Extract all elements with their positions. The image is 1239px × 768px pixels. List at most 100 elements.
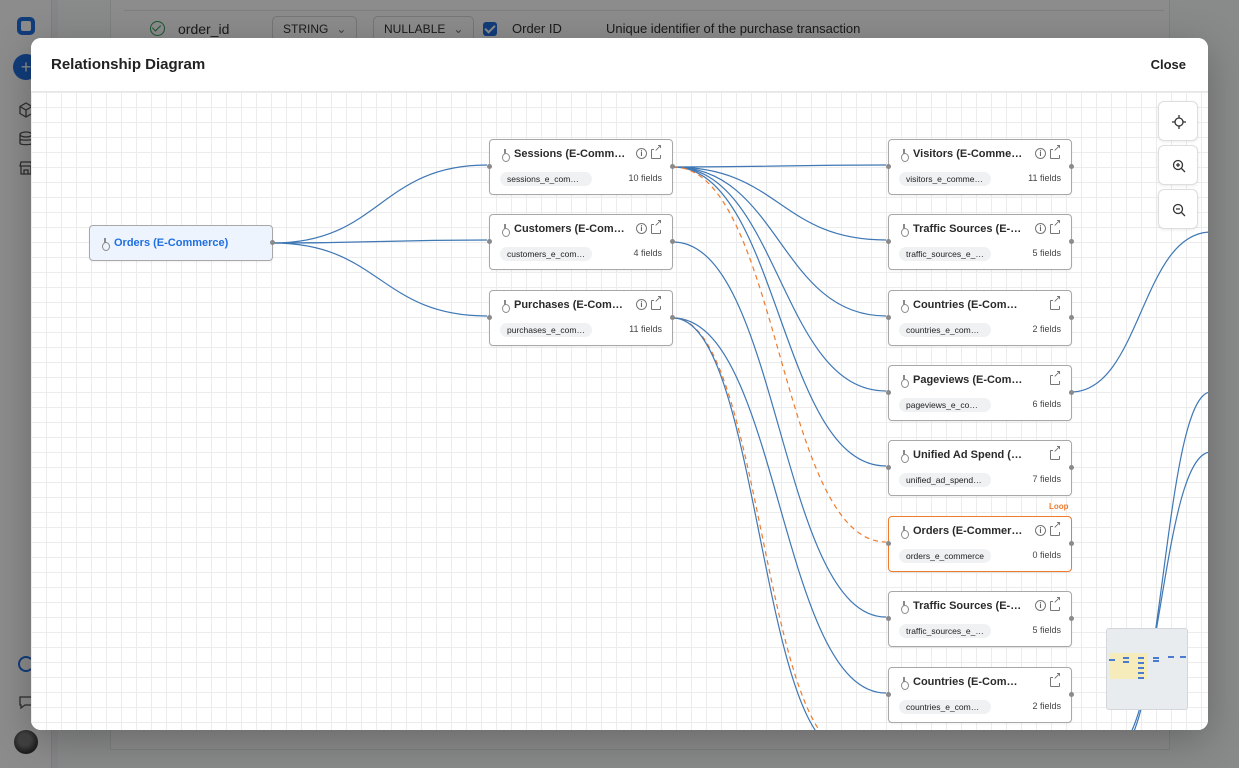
info-icon[interactable]: i	[1035, 148, 1046, 159]
connection-handle[interactable]	[1069, 164, 1074, 169]
connection-handle[interactable]	[670, 164, 675, 169]
table-icon	[101, 238, 110, 251]
minimap-node	[1138, 667, 1144, 669]
node-unified-ad-spend-e-commerce[interactable]: Unified Ad Spend (E-Commerce)unified_ad_…	[886, 440, 1074, 496]
external-link-icon[interactable]	[1050, 218, 1062, 234]
node-table-name: sessions_e_commerce	[500, 172, 592, 186]
zoom-out-icon	[1172, 203, 1186, 217]
zoom-in-button[interactable]	[1158, 145, 1198, 185]
connection-handle[interactable]	[886, 616, 891, 621]
minimap-node	[1180, 656, 1186, 658]
connection-handle[interactable]	[886, 315, 891, 320]
table-icon	[900, 601, 909, 614]
connection-handle[interactable]	[487, 164, 492, 169]
minimap-node	[1138, 657, 1144, 659]
checkbox[interactable]	[483, 22, 497, 36]
relationship-edge	[672, 166, 887, 392]
node-table-name: pageviews_e_commerce	[899, 398, 991, 412]
node-field-count: 5 fields	[1032, 248, 1061, 258]
external-link-icon[interactable]	[1050, 143, 1062, 159]
connection-handle[interactable]	[1069, 239, 1074, 244]
connection-handle[interactable]	[886, 390, 891, 395]
minimap-node	[1138, 662, 1144, 664]
info-icon[interactable]: i	[636, 148, 647, 159]
connection-handle[interactable]	[487, 315, 492, 320]
relationship-edge	[272, 239, 488, 244]
relationship-edge	[272, 242, 488, 317]
node-root[interactable]: Orders (E-Commerce)	[89, 225, 275, 261]
node-field-count: 0 fields	[1032, 550, 1061, 560]
connection-handle[interactable]	[487, 239, 492, 244]
node-orders-e-commerce[interactable]: Orders (E-Commerce) i orders_e_commerce 0 f…	[886, 516, 1074, 572]
node-table-name: traffic_sources_e_commerce	[899, 624, 991, 638]
minimap-node	[1109, 659, 1115, 661]
node-title: Purchases (E-Commerce)	[514, 299, 626, 311]
close-button[interactable]: Close	[1150, 57, 1186, 72]
node-title: Traffic Sources (E-Commerce)	[913, 600, 1025, 612]
minimap[interactable]	[1106, 628, 1188, 710]
node-countries-e-commerce[interactable]: Countries (E-Commerce)countries_e_commer…	[886, 290, 1074, 346]
external-link-icon[interactable]	[651, 218, 663, 234]
avatar[interactable]	[14, 730, 38, 754]
node-field-count: 2 fields	[1032, 324, 1061, 334]
node-field-count: 6 fields	[1032, 399, 1061, 409]
connection-handle[interactable]	[886, 465, 891, 470]
connection-handle[interactable]	[270, 240, 275, 245]
external-link-icon[interactable]	[1050, 444, 1062, 460]
node-table-name: traffic_sources_e_commerce	[899, 247, 991, 261]
info-icon[interactable]: i	[636, 299, 647, 310]
connection-handle[interactable]	[670, 315, 675, 320]
connection-handle[interactable]	[886, 164, 891, 169]
connection-handle[interactable]	[886, 692, 891, 697]
connection-handle[interactable]	[1069, 616, 1074, 621]
connection-handle[interactable]	[670, 239, 675, 244]
info-icon[interactable]: i	[1035, 525, 1046, 536]
external-link-icon[interactable]	[1050, 294, 1062, 310]
info-icon[interactable]: i	[1035, 600, 1046, 611]
fit-view-button[interactable]	[1158, 101, 1198, 141]
external-link-icon[interactable]	[1050, 520, 1062, 536]
table-icon	[900, 224, 909, 237]
connection-handle[interactable]	[1069, 541, 1074, 546]
node-title: Countries (E-Commerce)	[913, 676, 1025, 688]
node-countries-e-commerce[interactable]: Countries (E-Commerce)countries_e_commer…	[886, 667, 1074, 723]
external-link-icon[interactable]	[651, 294, 663, 310]
node-traffic-sources-e-commerce[interactable]: Traffic Sources (E-Commerce) i traffic_sou…	[886, 591, 1074, 647]
node-title: Orders (E-Commerce)	[114, 237, 229, 249]
node-table-name: orders_e_commerce	[899, 549, 991, 563]
relationship-edge	[672, 166, 887, 317]
connection-handle[interactable]	[1069, 315, 1074, 320]
node-customers-e-commerce[interactable]: Customers (E-Commerce)icustomers_e_comme…	[487, 214, 675, 270]
node-purchases-e-commerce[interactable]: Purchases (E-Commerce)ipurchases_e_comme…	[487, 290, 675, 346]
connection-handle[interactable]	[1069, 692, 1074, 697]
node-pageviews-e-commerce[interactable]: Pageviews (E-Commerce) pageviews_e_commer…	[886, 365, 1074, 421]
external-link-icon[interactable]	[1050, 671, 1062, 687]
modal-header: Relationship Diagram Close	[31, 38, 1208, 92]
external-link-icon[interactable]	[1050, 369, 1062, 385]
external-link-icon[interactable]	[1050, 595, 1062, 611]
node-title: Orders (E-Commerce)	[913, 525, 1025, 537]
relationship-edge	[672, 166, 887, 467]
connection-handle[interactable]	[1069, 465, 1074, 470]
node-sessions-e-commerce[interactable]: Sessions (E-Commerce)isessions_e_commerc…	[487, 139, 675, 195]
connection-handle[interactable]	[886, 541, 891, 546]
node-visitors-e-commerce[interactable]: Visitors (E-Commerce)ivisitors_e_commerc…	[886, 139, 1074, 195]
connection-handle[interactable]	[886, 239, 891, 244]
diagram-canvas[interactable]: Orders (E-Commerce) Sessions (E-Commerce…	[31, 92, 1208, 730]
zoom-out-button[interactable]	[1158, 189, 1198, 229]
app-logo-icon[interactable]	[17, 17, 35, 35]
node-title: Visitors (E-Commerce)	[913, 148, 1025, 160]
node-title: Pageviews (E-Commerce)	[913, 374, 1025, 386]
relationship-edge	[672, 166, 887, 241]
loop-label: Loop	[1049, 502, 1069, 511]
node-field-count: 2 fields	[1032, 701, 1061, 711]
crosshair-icon	[1172, 115, 1186, 129]
external-link-icon[interactable]	[651, 143, 663, 159]
node-traffic-sources-e-commerce[interactable]: Traffic Sources (E-Commerce)itraffic_sou…	[886, 214, 1074, 270]
table-icon	[900, 375, 909, 388]
connection-handle[interactable]	[1069, 390, 1074, 395]
relationship-edge	[1133, 392, 1208, 730]
info-icon[interactable]: i	[1035, 223, 1046, 234]
relationship-edge	[1131, 452, 1208, 730]
info-icon[interactable]: i	[636, 223, 647, 234]
